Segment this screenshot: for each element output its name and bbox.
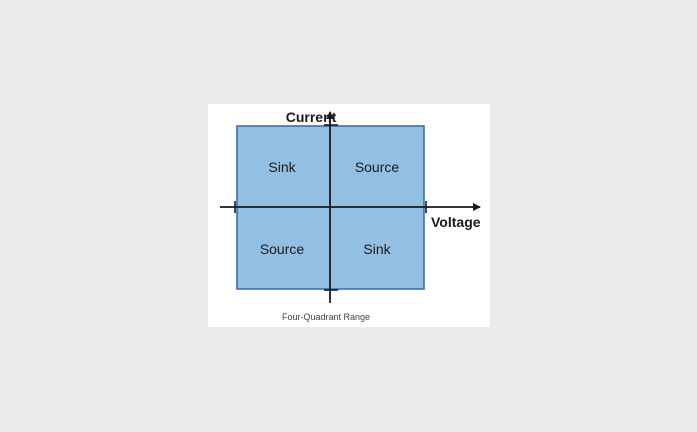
quadrant-label-bottom-right: Sink — [363, 241, 391, 257]
y-axis-label: Current — [286, 109, 337, 125]
quadrant-label-bottom-left: Source — [260, 241, 305, 257]
x-axis-label: Voltage — [431, 214, 481, 230]
four-quadrant-diagram: Current Voltage Sink Source Source Sink … — [220, 109, 481, 322]
diagram-panel: Current Voltage Sink Source Source Sink … — [208, 104, 490, 327]
quadrant-label-top-left: Sink — [268, 159, 296, 175]
quadrant-label-top-right: Source — [355, 159, 400, 175]
diagram-caption: Four-Quadrant Range — [282, 312, 370, 322]
